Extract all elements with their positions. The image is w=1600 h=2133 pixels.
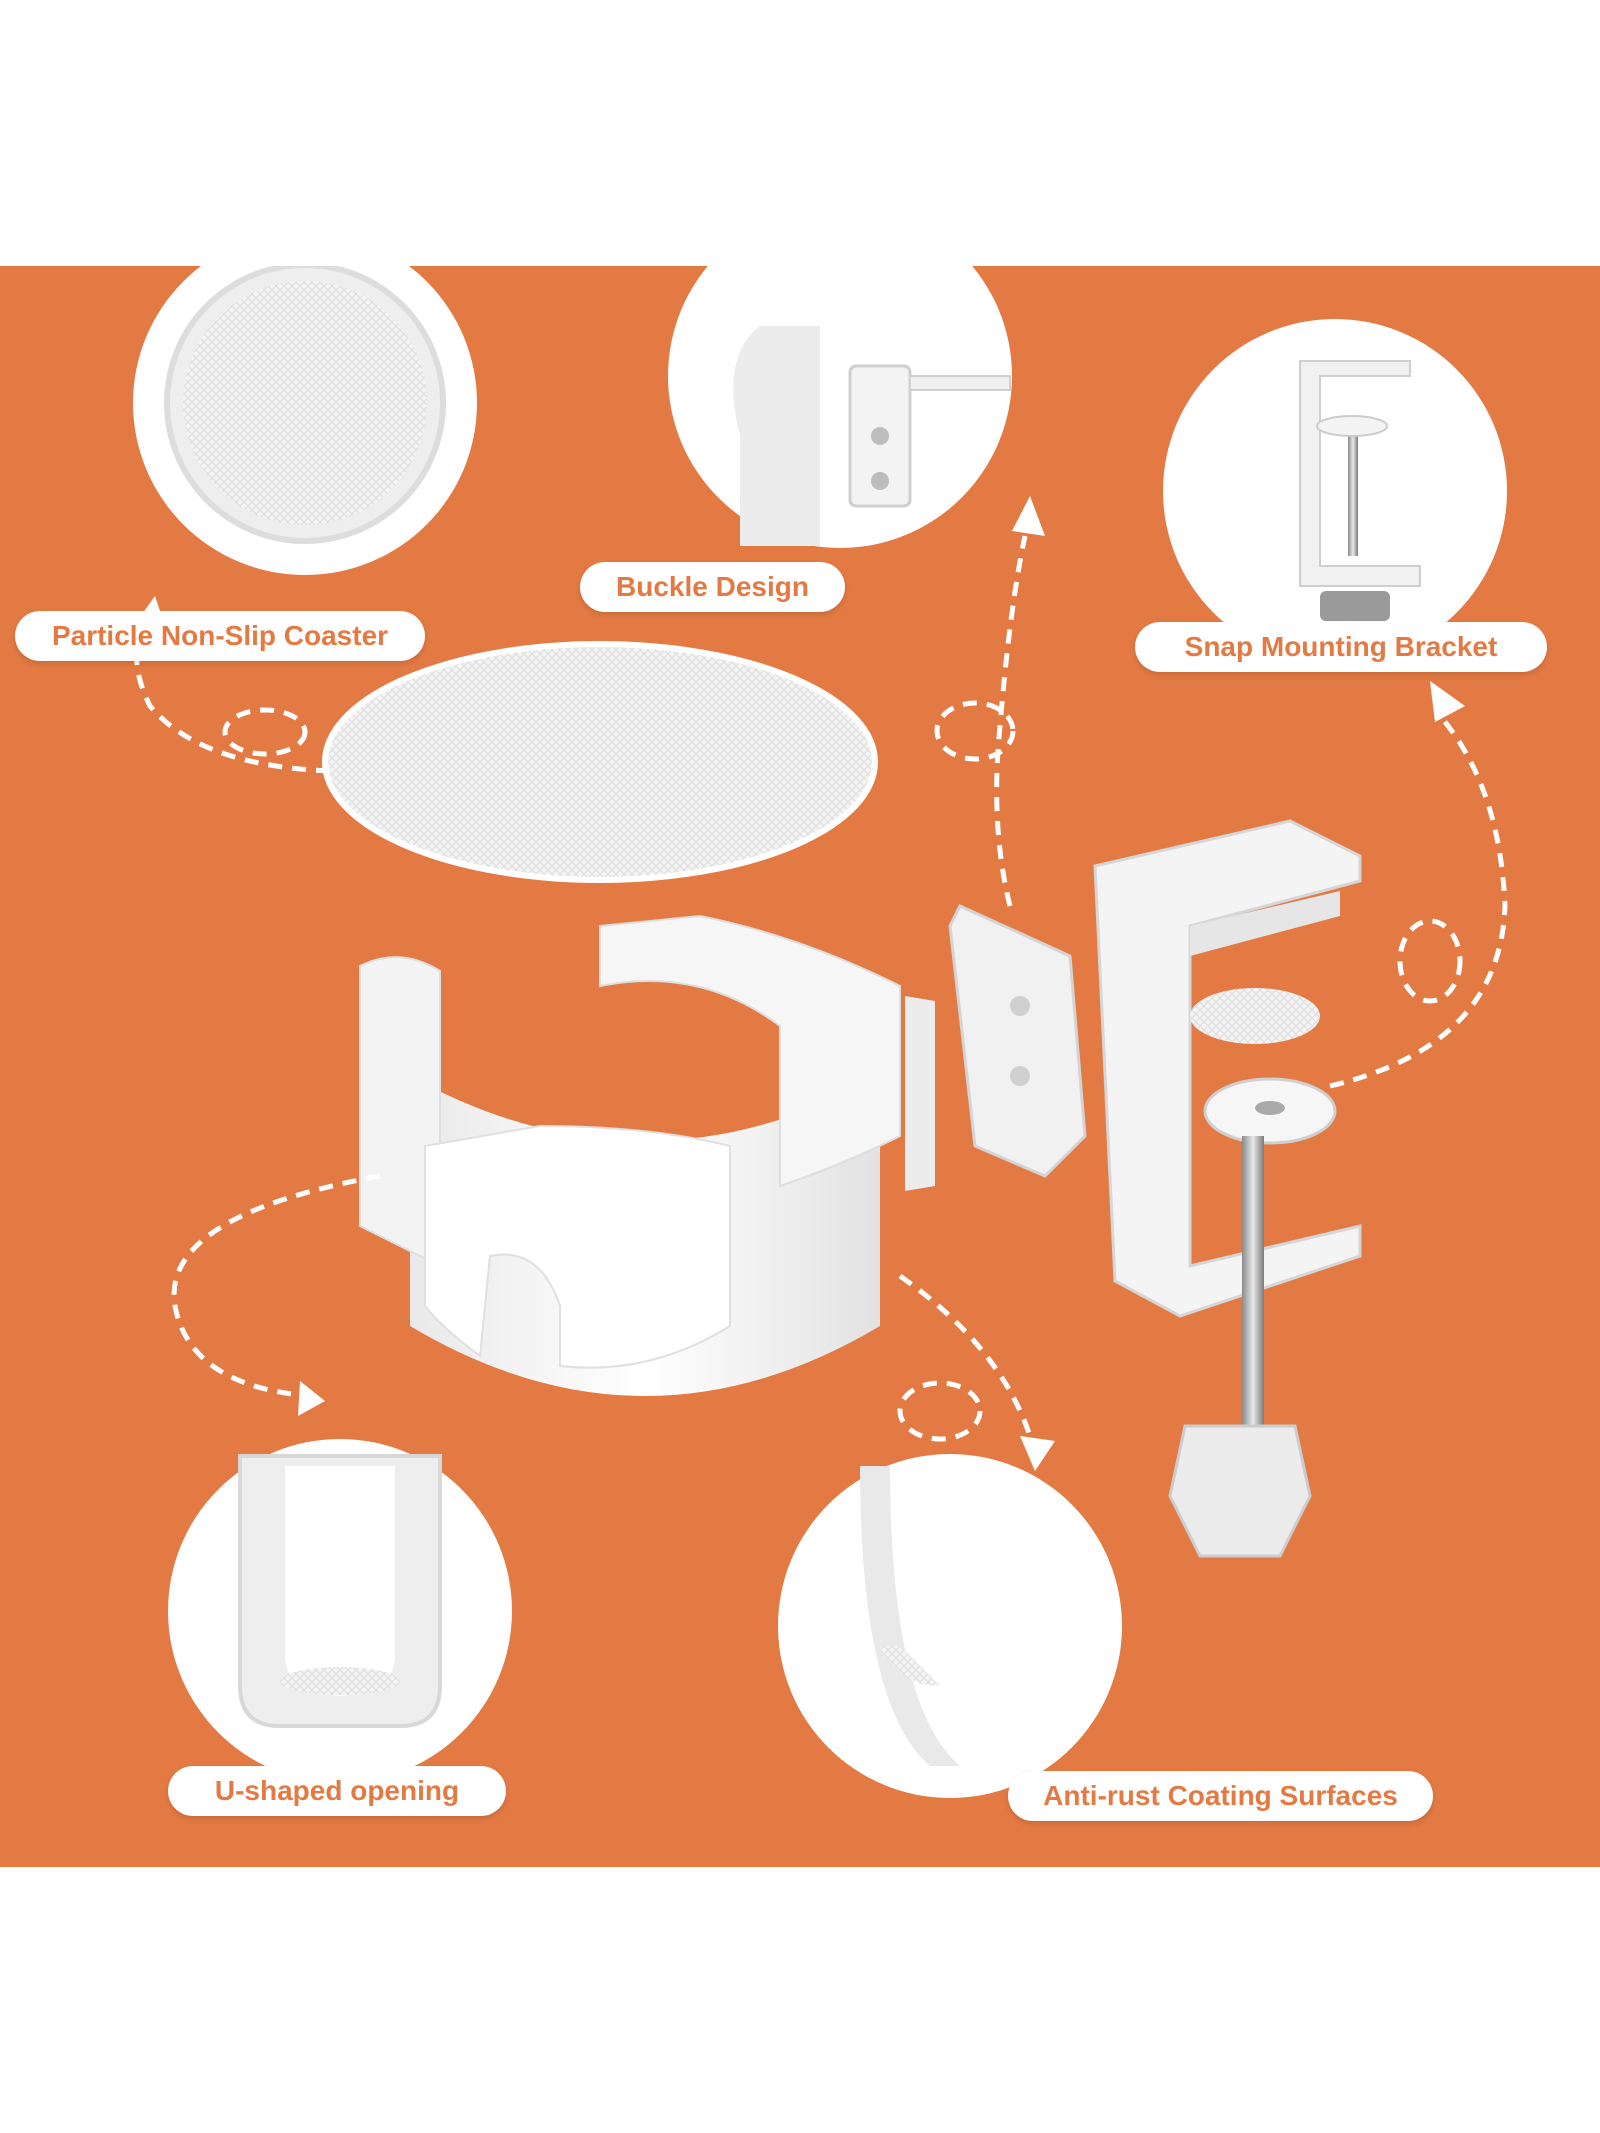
u-opening-detail-circle — [168, 1439, 512, 1783]
coating-detail-circle — [778, 1454, 1122, 1798]
bracket-detail-circle — [1163, 319, 1507, 663]
coaster-detail-circle — [133, 266, 477, 575]
buckle-label: Buckle Design — [580, 562, 845, 612]
coaster-disc — [322, 641, 878, 883]
product-feature-panel: Particle Non-Slip Coaster Buckle Design … — [0, 266, 1600, 1867]
u-opening-label: U-shaped opening — [168, 1766, 506, 1816]
c-clamp-bracket — [1093, 819, 1362, 1558]
buckle-detail-circle — [668, 266, 1012, 548]
coaster-label: Particle Non-Slip Coaster — [15, 611, 425, 661]
cup-holder-body — [359, 914, 935, 1396]
coating-label: Anti-rust Coating Surfaces — [1008, 1771, 1433, 1821]
dashed-connectors — [134, 535, 1508, 1442]
buckle-plate — [948, 904, 1087, 1178]
bracket-label: Snap Mounting Bracket — [1135, 622, 1547, 672]
product-illustration — [130, 266, 1508, 1798]
